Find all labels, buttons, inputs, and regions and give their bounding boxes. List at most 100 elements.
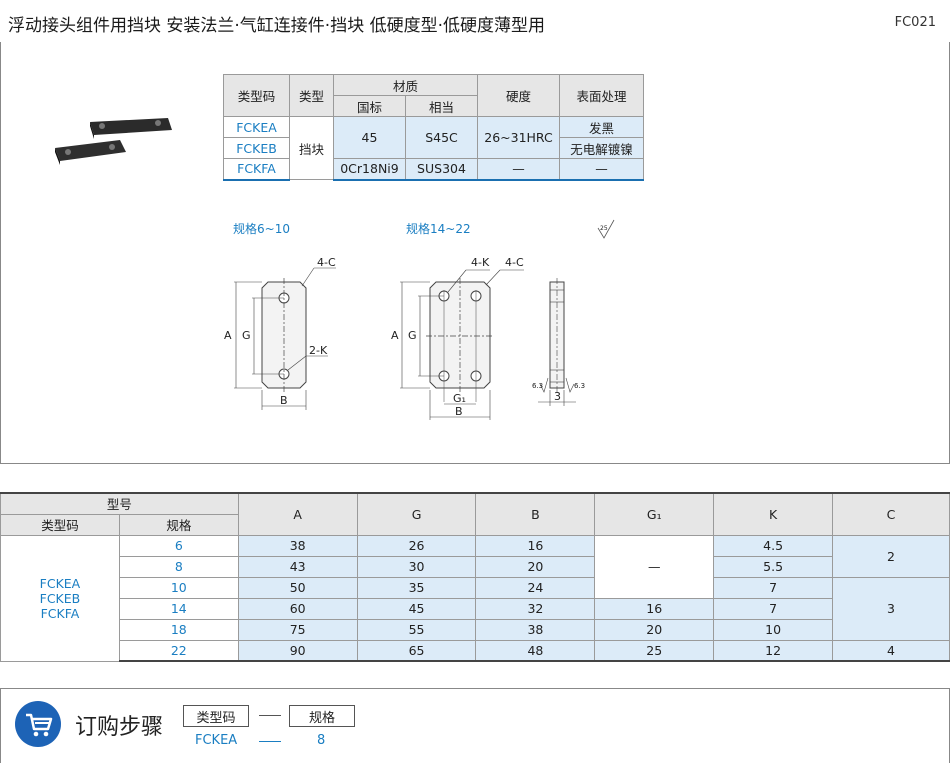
a-cell: 90 — [237, 639, 358, 662]
b-cell: 32 — [475, 597, 596, 620]
c-cell: 4 — [832, 639, 950, 662]
cart-icon — [15, 701, 61, 747]
label-large-g: G — [408, 329, 417, 342]
table-row: 10 50 35 24 7 3 — [1, 576, 950, 641]
th-model: 型号 — [0, 492, 239, 515]
k-cell: 12 — [713, 639, 834, 662]
label-large-k: 4-K — [471, 256, 490, 269]
technical-drawing: 25 4-C 2-K A G B — [224, 219, 615, 420]
type-code: FCKFA — [40, 605, 80, 621]
c-cell: 2 — [832, 534, 950, 578]
a-cell: 38 — [237, 534, 358, 557]
label-roughness-right: 6.3 — [574, 382, 585, 390]
order-box-type-code: 类型码 — [183, 705, 249, 727]
dimension-table: 型号 A G B G₁ K C 类型码 规格 FCKEA FCKEB FCKFA… — [0, 492, 950, 662]
th-surface: 表面处理 — [559, 74, 644, 117]
material-equivalent-cell: S45C — [405, 116, 478, 159]
spec-cell: 6 — [118, 534, 239, 557]
b-cell: 24 — [475, 576, 596, 599]
th-type-code: 类型码 — [0, 513, 120, 536]
th-type-code: 类型码 — [223, 74, 290, 117]
plate-small-view — [234, 267, 336, 410]
a-cell: 43 — [237, 555, 358, 578]
th-equivalent: 相当 — [405, 95, 478, 117]
hardness-cell: — — [477, 158, 560, 181]
a-cell: 75 — [237, 618, 358, 641]
c-cell: 3 — [832, 576, 950, 641]
g-cell: 55 — [356, 618, 477, 641]
surface-cell: 无电解镀镍 — [559, 137, 644, 159]
type-cell: 挡块 — [289, 116, 334, 180]
th-type: 类型 — [289, 74, 334, 117]
order-example-spec: 8 — [317, 733, 326, 748]
a-cell: 50 — [237, 576, 358, 599]
material-equivalent-cell: SUS304 — [405, 158, 478, 181]
k-cell: 10 — [713, 618, 834, 641]
th-hardness: 硬度 — [477, 74, 560, 117]
k-cell: 7 — [713, 597, 834, 620]
b-cell: 48 — [475, 639, 596, 662]
type-code-cell: FCKEA — [223, 116, 290, 138]
plate-large-view — [400, 269, 524, 420]
th-col-a: A — [237, 492, 358, 536]
order-example-code: FCKEA — [195, 733, 238, 748]
label-small-k: 2-K — [309, 344, 328, 357]
type-code-list: FCKEA FCKEB FCKFA — [0, 534, 120, 662]
a-cell: 60 — [237, 597, 358, 620]
product-code: FC021 — [894, 15, 936, 30]
label-roughness-left: 6.3 — [532, 382, 543, 390]
order-connector — [259, 715, 281, 716]
g-cell: 65 — [356, 639, 477, 662]
label-small-g: G — [242, 329, 251, 342]
product-photo — [55, 118, 172, 165]
roughness-symbol — [597, 219, 615, 239]
plate-side-view — [538, 278, 576, 406]
order-steps-panel: 订购步骤 类型码 规格 FCKEA 8 — [0, 688, 950, 763]
page-title: 浮动接头组件用挡块 安装法兰·气缸连接件·挡块 低硬度型·低硬度薄型用 — [8, 16, 546, 36]
label-small-a: A — [224, 329, 232, 342]
table-row: 22 90 65 48 25 12 4 — [1, 639, 950, 662]
order-box-spec: 规格 — [289, 705, 355, 727]
spec-cell: 22 — [118, 639, 239, 662]
table-row: 14 60 45 32 16 7 — [1, 597, 950, 620]
k-cell: 4.5 — [713, 534, 834, 557]
drawing-label-large: 规格14~22 — [406, 222, 471, 236]
g1-cell: — — [594, 534, 715, 599]
th-col-b: B — [475, 492, 596, 536]
spec-cell: 18 — [118, 618, 239, 641]
g1-cell: 20 — [594, 618, 715, 641]
type-code: FCKEA — [39, 575, 81, 591]
label-large-a: A — [391, 329, 399, 342]
b-cell: 16 — [475, 534, 596, 557]
order-title: 订购步骤 — [75, 715, 164, 740]
th-material: 材质 — [333, 74, 478, 96]
table-row: FCKEA FCKEB FCKFA 6 38 26 16 — 4.5 2 — [0, 534, 950, 662]
g1-cell: 25 — [594, 639, 715, 662]
surface-cell: — — [559, 158, 644, 181]
b-cell: 38 — [475, 618, 596, 641]
th-col-c: C — [832, 492, 950, 536]
spec-cell: 14 — [118, 597, 239, 620]
label-thickness: 3 — [554, 390, 561, 403]
g-cell: 26 — [356, 534, 477, 557]
th-col-k: K — [713, 492, 834, 536]
spec-cell: 8 — [118, 555, 239, 578]
drawing-label-small: 规格6~10 — [233, 222, 290, 236]
label-large-g1: G₁ — [453, 392, 466, 405]
material-national-cell: 45 — [333, 116, 406, 159]
spec-cell: 10 — [118, 576, 239, 599]
th-col-g: G — [356, 492, 477, 536]
roughness-value: 25 — [600, 225, 608, 232]
g1-cell: 16 — [594, 597, 715, 620]
th-spec: 规格 — [118, 513, 239, 536]
label-large-b: B — [455, 405, 463, 418]
plate-front — [55, 140, 126, 165]
g-cell: 45 — [356, 597, 477, 620]
k-cell: 7 — [713, 576, 834, 599]
type-code: FCKEB — [39, 590, 81, 606]
plate-back — [90, 118, 172, 139]
spec-table: 类型码 类型 材质 硬度 表面处理 国标 相当 FCKEA 挡块 45 S45C… — [223, 74, 644, 181]
label-small-b: B — [280, 394, 288, 407]
type-code-cell: FCKFA — [223, 158, 290, 181]
th-col-g1: G₁ — [594, 492, 715, 536]
